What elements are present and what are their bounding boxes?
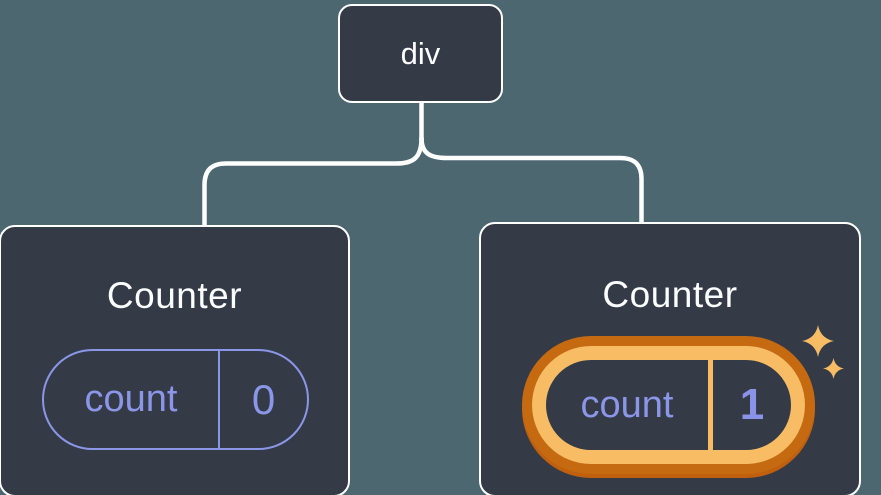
connector-right-branch <box>419 135 644 227</box>
state-pill-divider <box>708 360 713 450</box>
counter-title: Counter <box>106 275 243 316</box>
state-value: 0 <box>251 375 276 423</box>
state-pill-divider <box>218 351 220 448</box>
state-pill-highlighted: count 1 <box>532 346 805 464</box>
state-key-label: count <box>580 383 674 426</box>
root-node-div: div <box>338 4 503 103</box>
counter-title: Counter <box>602 274 738 315</box>
state-key-label: count <box>84 378 178 420</box>
state-value: 1 <box>739 380 765 429</box>
counter-card-left: Counter count 0 <box>0 225 350 495</box>
state-pill: count 0 <box>42 349 309 450</box>
connector-left-branch <box>202 135 424 230</box>
sparkle-icon <box>823 358 844 379</box>
counter-card-right: Counter count 1 <box>479 222 861 495</box>
sparkle-icon <box>802 325 834 357</box>
root-node-label: div <box>400 35 441 71</box>
